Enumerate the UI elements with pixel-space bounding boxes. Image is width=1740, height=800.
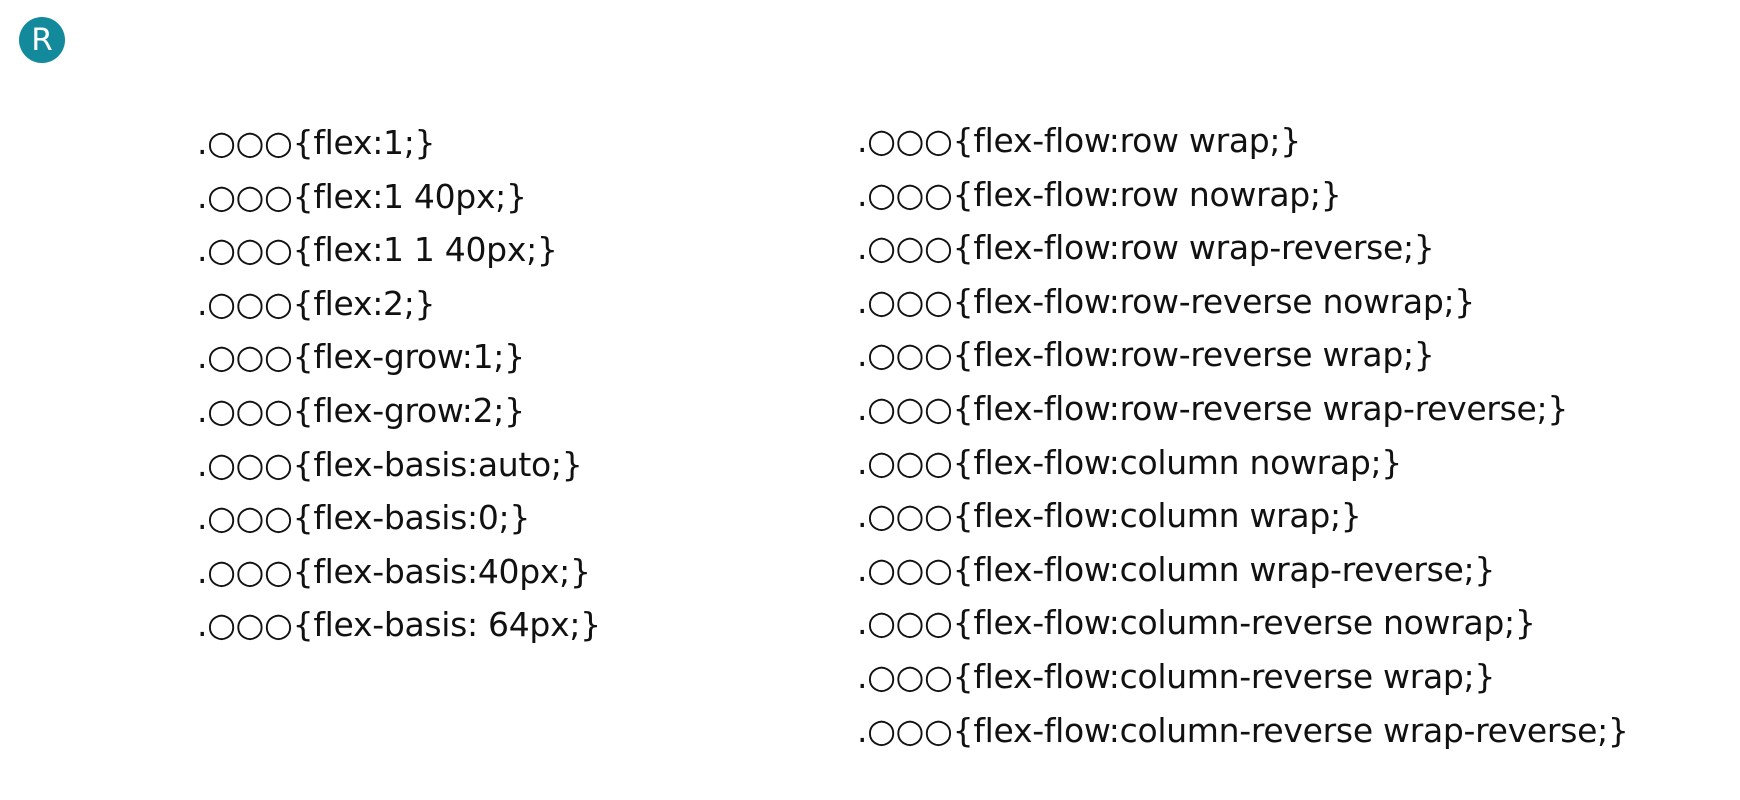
code-line: .○○○{flex:1 1 40px;} bbox=[197, 230, 558, 270]
code-line: .○○○{flex-flow:row-reverse nowrap;} bbox=[857, 281, 1475, 321]
code-line: .○○○{flex-flow:column-reverse wrap;} bbox=[857, 656, 1496, 696]
code-line: .○○○{flex-flow:row-reverse wrap;} bbox=[857, 335, 1435, 375]
logo-letter: R bbox=[31, 21, 53, 58]
code-line: .○○○{flex-flow:column wrap-reverse;} bbox=[857, 549, 1496, 589]
logo-badge: R bbox=[19, 17, 65, 63]
code-line: .○○○{flex-basis:auto;} bbox=[197, 444, 583, 484]
code-line: .○○○{flex-flow:row-reverse wrap-reverse;… bbox=[857, 388, 1569, 428]
code-line: .○○○{flex-flow:row wrap-reverse;} bbox=[857, 228, 1435, 268]
right-code-list: .○○○{flex-flow:row wrap;} .○○○{flex-flow… bbox=[857, 114, 1629, 757]
code-line: .○○○{flex-basis: 64px;} bbox=[197, 605, 601, 645]
code-line: .○○○{flex:1 40px;} bbox=[197, 176, 527, 216]
left-code-list: .○○○{flex:1;} .○○○{flex:1 40px;} .○○○{fl… bbox=[197, 116, 601, 652]
code-line: .○○○{flex-flow:column-reverse wrap-rever… bbox=[857, 710, 1629, 750]
code-line: .○○○{flex-basis:40px;} bbox=[197, 551, 591, 591]
code-line: .○○○{flex:2;} bbox=[197, 283, 436, 323]
code-line: .○○○{flex-grow:1;} bbox=[197, 337, 525, 377]
code-line: .○○○{flex-flow:column-reverse nowrap;} bbox=[857, 603, 1536, 643]
code-line: .○○○{flex-flow:row wrap;} bbox=[857, 121, 1301, 160]
code-line: .○○○{flex-grow:2;} bbox=[197, 390, 525, 430]
code-line: .○○○{flex:1;} bbox=[197, 123, 436, 162]
code-line: .○○○{flex-basis:0;} bbox=[197, 498, 531, 538]
code-line: .○○○{flex-flow:column nowrap;} bbox=[857, 442, 1403, 482]
code-line: .○○○{flex-flow:column wrap;} bbox=[857, 496, 1362, 536]
code-line: .○○○{flex-flow:row nowrap;} bbox=[857, 174, 1342, 214]
